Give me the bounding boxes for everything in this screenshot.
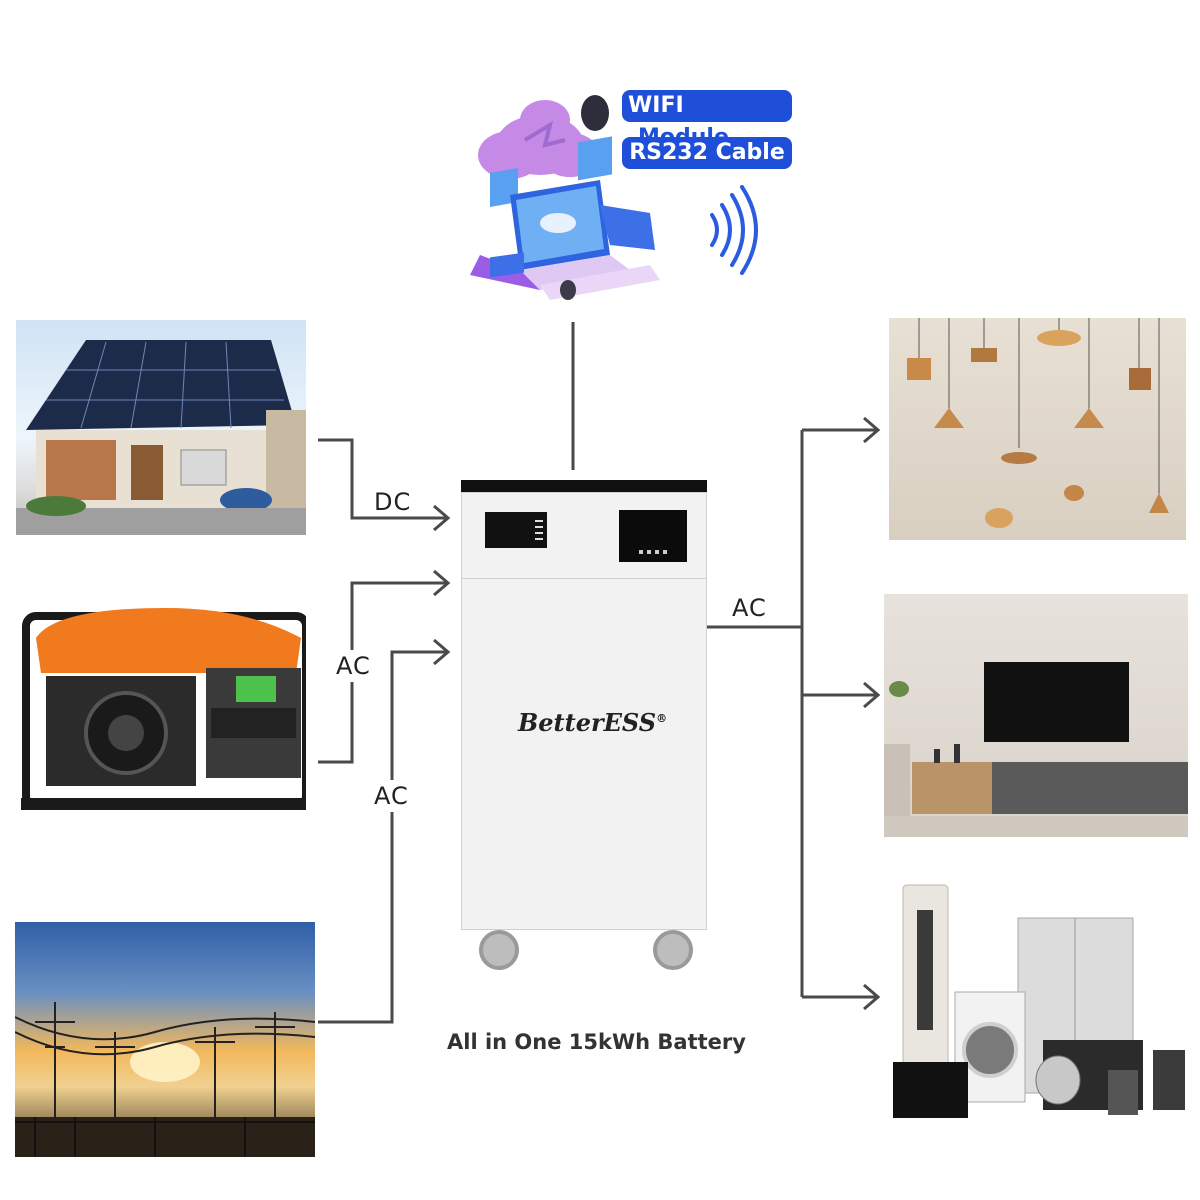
cabinet-top-bar <box>461 480 707 492</box>
dc-line <box>318 438 448 520</box>
inverter-buttons <box>639 550 669 554</box>
dc-label: DC <box>374 488 412 516</box>
living-room-tv-photo <box>884 594 1188 837</box>
generator-photo <box>16 598 306 823</box>
cabinet-panel-divider <box>461 578 707 579</box>
ac-output-arrowhead-1 <box>863 416 881 444</box>
solar-house-photo <box>16 320 306 535</box>
wifi-label: WIFI <box>628 93 684 118</box>
battery-indicator-lights <box>535 520 543 544</box>
cloud-monitoring-illustration <box>470 95 660 300</box>
lighting-photo <box>889 318 1186 540</box>
ac-output-arrowhead-2 <box>863 681 881 709</box>
wireless-signal-icon <box>710 185 758 275</box>
ac-output-arrowhead-3 <box>863 983 881 1011</box>
registered-mark: ® <box>656 712 668 725</box>
battery-caption: All in One 15kWh Battery <box>447 1030 746 1054</box>
cabinet-wheel-right <box>653 930 693 970</box>
ac-generator-label: AC <box>336 650 371 682</box>
rs232-badge: RS232 Cable <box>622 137 792 169</box>
cabinet-body <box>461 492 707 930</box>
ac-generator-arrowhead <box>433 569 451 597</box>
battery-cabinet <box>461 480 707 970</box>
dc-arrowhead <box>433 504 451 532</box>
ac-output-label: AC <box>732 594 767 622</box>
power-grid-photo <box>15 922 315 1157</box>
cabinet-wheel-left <box>479 930 519 970</box>
ac-grid-arrowhead <box>433 638 451 666</box>
ac-grid-label: AC <box>374 780 409 812</box>
home-appliances-photo <box>893 880 1185 1124</box>
brand-name: BetterESS <box>518 708 657 737</box>
ac-grid-line <box>318 650 448 1024</box>
inverter-display-screen <box>619 510 687 562</box>
battery-brand-logo: BetterESS® <box>518 708 667 737</box>
